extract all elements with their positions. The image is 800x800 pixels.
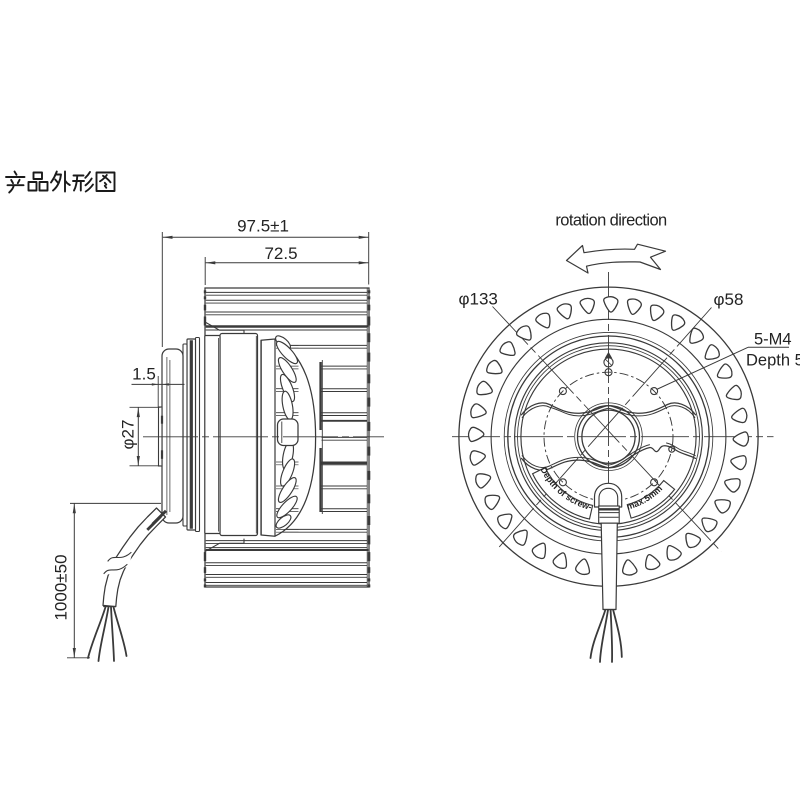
svg-text:72.5: 72.5 (264, 244, 297, 263)
svg-text:Depth 5: Depth 5 (746, 352, 800, 370)
svg-text:97.5±1: 97.5±1 (237, 217, 289, 236)
svg-text:φ27: φ27 (119, 420, 138, 450)
svg-text:φ133: φ133 (459, 290, 498, 309)
svg-text:1000±50: 1000±50 (52, 554, 71, 620)
svg-text:rotation direction: rotation direction (555, 212, 667, 230)
svg-text:φ58: φ58 (714, 290, 744, 309)
svg-text:5-M4: 5-M4 (754, 330, 792, 348)
svg-text:1.5: 1.5 (132, 365, 156, 384)
